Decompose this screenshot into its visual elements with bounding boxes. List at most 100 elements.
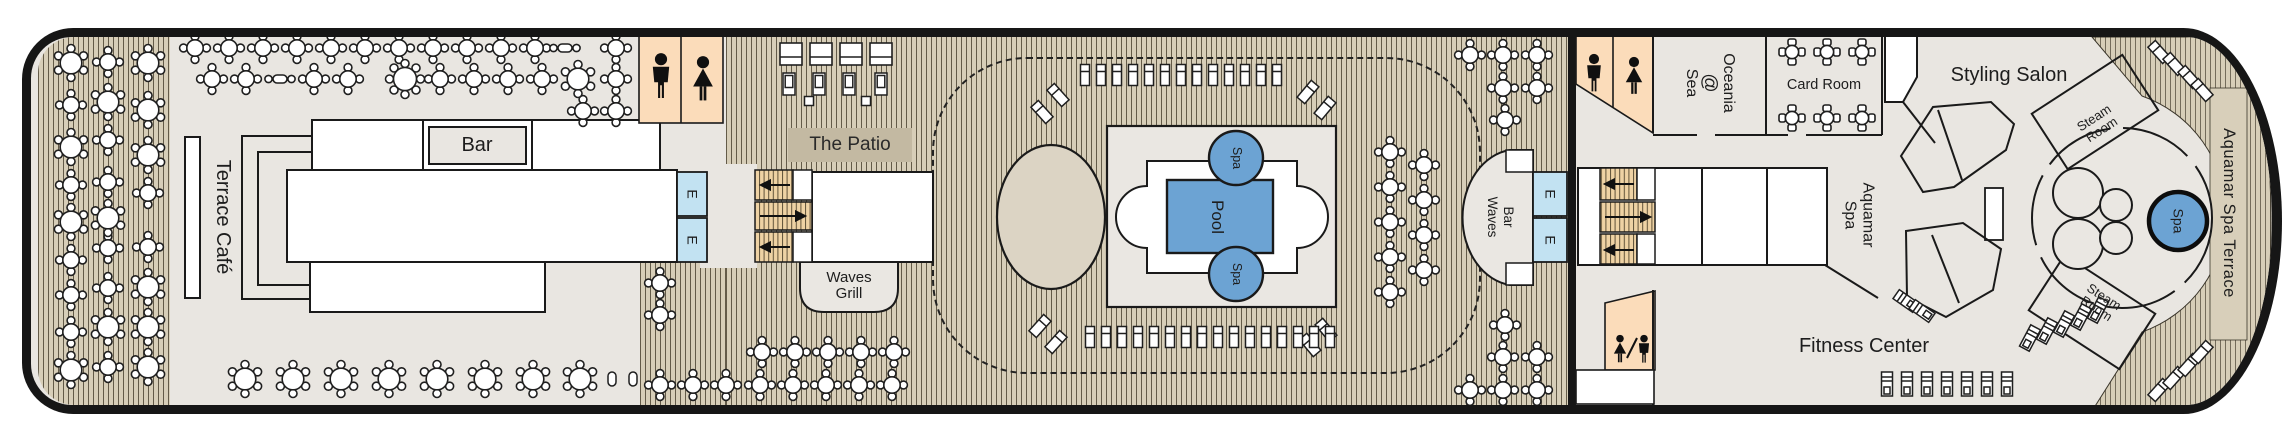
dining-table — [1520, 373, 1554, 405]
elevator-label: E — [684, 189, 701, 199]
the-patio-band: The Patio — [788, 128, 912, 162]
pool-label: Pool — [1208, 199, 1228, 235]
dining-table — [419, 359, 455, 399]
dining-table — [131, 176, 165, 210]
servery — [309, 261, 546, 313]
dining-table — [90, 82, 126, 122]
sun-lounger — [1164, 325, 1176, 349]
buffet-counter — [184, 136, 201, 299]
sun-lounger — [1271, 63, 1283, 87]
dining-table — [643, 266, 677, 300]
buffet-loop-outer — [241, 135, 312, 300]
sun-lounger — [1132, 325, 1144, 349]
dining-table — [809, 368, 843, 402]
elevator — [1532, 217, 1568, 263]
dining-table — [1486, 38, 1520, 72]
dining-table — [560, 59, 596, 99]
restrooms-spa — [1575, 37, 1656, 371]
dining-table — [1488, 308, 1522, 342]
steam-rooms — [2027, 53, 2160, 371]
dining-table — [212, 37, 246, 65]
dining-table — [54, 278, 88, 312]
dining-table — [518, 37, 552, 65]
dining-table — [227, 359, 263, 399]
dining-table — [54, 243, 88, 277]
sun-lounger — [839, 42, 863, 66]
elevators-aft — [1532, 171, 1568, 263]
dining-table — [607, 371, 617, 387]
dining-table — [91, 123, 125, 157]
elevator — [676, 217, 708, 263]
sun-lounger — [1079, 63, 1091, 87]
elevator-label: E — [1542, 189, 1559, 199]
card-table — [1848, 104, 1876, 132]
hot-tubs — [2052, 167, 2133, 270]
sun-lounger — [1276, 325, 1288, 349]
dining-table — [130, 267, 166, 307]
dining-table — [1520, 38, 1554, 72]
dining-table — [643, 298, 677, 332]
dining-table — [348, 37, 382, 65]
interior-walls — [1652, 37, 1936, 405]
dining-table — [423, 62, 457, 96]
spa-circle-label: Spa — [2170, 208, 2187, 234]
sun-lounger — [809, 42, 833, 66]
exercise-equipment — [2000, 371, 2014, 397]
sun-lounger — [1255, 63, 1267, 87]
dining-table — [467, 359, 503, 399]
waves-bar — [1461, 149, 1534, 286]
card-table — [1848, 38, 1876, 66]
spa-plunge-pool — [2146, 189, 2210, 253]
dining-table — [91, 165, 125, 199]
oceania-at-sea-label: Oceania @ Sea — [1683, 53, 1737, 113]
exercise-equipment — [1940, 371, 1954, 397]
card-table — [1778, 38, 1806, 66]
card-table — [1813, 104, 1841, 132]
sun-lounger — [1191, 63, 1203, 87]
dining-table — [1488, 103, 1522, 137]
store-room — [1575, 369, 1655, 405]
sun-lounger — [842, 72, 856, 96]
elevator-label: E — [684, 235, 701, 245]
dining-table — [1373, 135, 1407, 169]
aquamar-spa-label: Aquamar Spa — [1841, 182, 1877, 248]
sun-lounger — [1313, 95, 1337, 121]
waves-grill-sign — [799, 261, 899, 313]
elevator — [676, 171, 708, 217]
sun-lounger — [1084, 325, 1096, 349]
dining-table — [91, 350, 125, 384]
dining-table — [130, 347, 166, 387]
sun-lounger — [1223, 63, 1235, 87]
salon-partition — [1984, 187, 2004, 241]
dining-table — [628, 371, 638, 387]
terrace-cafe-structures — [184, 119, 678, 313]
card-room-label: Card Room — [1786, 77, 1862, 94]
sun-lounger — [1180, 325, 1192, 349]
dining-table — [297, 62, 331, 96]
spa-whirlpool-top — [1207, 129, 1265, 187]
sun-lounger — [1143, 63, 1155, 87]
dining-table — [491, 62, 525, 96]
exercise-equipment — [1900, 371, 1914, 397]
dining-table — [91, 45, 125, 79]
dining-table — [525, 62, 559, 96]
sun-lounger — [1095, 63, 1107, 87]
sun-lounger — [779, 42, 803, 66]
sun-lounger — [869, 42, 893, 66]
dining-table — [1407, 148, 1441, 182]
dining-table — [264, 74, 296, 84]
spa-top-label: Spa — [1229, 146, 1244, 170]
restrooms-midship — [638, 37, 724, 124]
dining-table — [562, 359, 598, 399]
dining-table — [53, 350, 89, 390]
dining-table — [1453, 373, 1487, 405]
sun-lounger — [1046, 82, 1070, 108]
spa-bottom-label: Spa — [1229, 262, 1244, 286]
aquamar-spa-terrace-label: Aquamar Spa Terrace — [2219, 128, 2238, 298]
dining-table — [1407, 183, 1441, 217]
dining-table — [54, 315, 88, 349]
dining-table — [54, 88, 88, 122]
sun-lounger — [1296, 79, 1320, 105]
dining-table — [195, 62, 229, 96]
